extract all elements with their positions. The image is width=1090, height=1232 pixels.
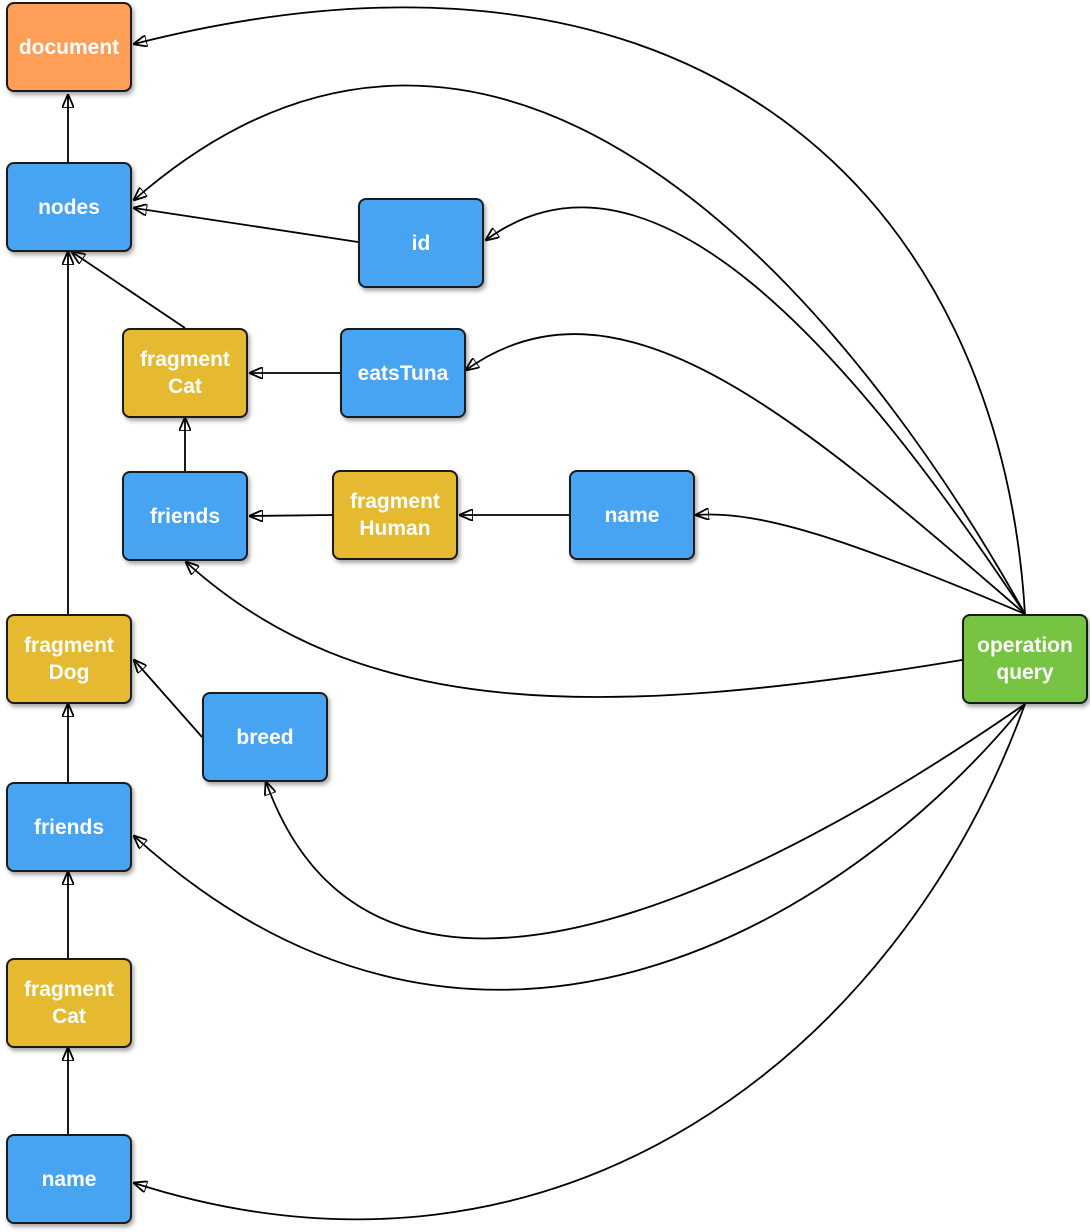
- node-friends-bottom[interactable]: friends: [6, 782, 132, 872]
- node-document[interactable]: document: [6, 2, 132, 92]
- edge-fragment-human-to-friends-top: [250, 515, 333, 516]
- node-id[interactable]: id: [358, 198, 484, 288]
- edge-breed-to-fragment-dog: [134, 660, 203, 738]
- edge-operation-query-to-id: [486, 206, 1026, 615]
- node-name-bottom[interactable]: name: [6, 1134, 132, 1224]
- node-nodes[interactable]: nodes: [6, 162, 132, 252]
- node-friends-top[interactable]: friends: [122, 471, 248, 561]
- edge-operation-query-to-name-top: [696, 514, 1026, 615]
- node-fragment-human[interactable]: fragment Human: [332, 470, 458, 560]
- edge-operation-query-to-document: [134, 6, 1026, 615]
- edge-operation-query-to-breed: [266, 703, 1026, 940]
- edge-operation-query-to-name-bottom: [134, 703, 1026, 1221]
- edge-operation-query-to-nodes: [134, 84, 1026, 615]
- edge-fragment-cat-top-to-nodes: [72, 252, 186, 329]
- edge-operation-query-to-friends-bottom: [134, 703, 1026, 991]
- node-name-top[interactable]: name: [569, 470, 695, 560]
- node-fragment-dog[interactable]: fragment Dog: [6, 614, 132, 704]
- node-breed[interactable]: breed: [202, 692, 328, 782]
- edge-operation-query-to-friends-top: [186, 562, 963, 698]
- node-eats-tuna[interactable]: eatsTuna: [340, 328, 466, 418]
- edge-operation-query-to-eats-tuna: [466, 333, 1026, 615]
- edge-id-to-nodes: [134, 208, 359, 243]
- node-fragment-cat-bottom[interactable]: fragment Cat: [6, 958, 132, 1048]
- node-fragment-cat-top[interactable]: fragment Cat: [122, 328, 248, 418]
- node-operation-query[interactable]: operation query: [962, 614, 1088, 704]
